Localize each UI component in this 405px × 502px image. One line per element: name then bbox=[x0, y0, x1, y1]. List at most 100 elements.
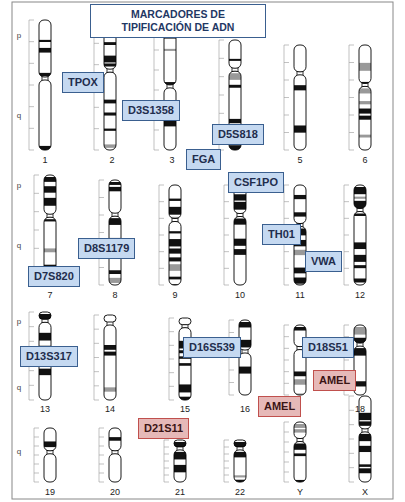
ruler-tick bbox=[224, 461, 229, 462]
ruler-tick bbox=[229, 382, 234, 383]
ruler-tick bbox=[94, 400, 99, 401]
chromosome-outline bbox=[104, 315, 116, 322]
ruler-tick bbox=[229, 370, 234, 371]
ruler-tick bbox=[94, 343, 99, 344]
chromosome-number: 15 bbox=[180, 404, 190, 415]
figure-frame bbox=[12, 2, 393, 499]
ruler-tick bbox=[344, 360, 349, 361]
ruler-tick bbox=[284, 80, 289, 81]
ruler-tick bbox=[99, 267, 104, 268]
arm-ground bbox=[359, 432, 371, 482]
ruler-tick bbox=[349, 97, 354, 98]
chromosome-outline bbox=[169, 222, 181, 286]
chromosome-band bbox=[44, 198, 56, 206]
chromosome-number: 1 bbox=[42, 155, 47, 166]
chromosome-arm bbox=[109, 428, 121, 451]
chromosome-arm bbox=[104, 72, 116, 150]
arm-ground bbox=[109, 180, 121, 213]
ruler-tick bbox=[29, 326, 34, 327]
marker-name: TH01 bbox=[268, 228, 295, 241]
ruler-tick bbox=[99, 428, 104, 429]
chromosome-band bbox=[294, 424, 306, 428]
arm-ground bbox=[104, 325, 116, 400]
chromosome-band bbox=[104, 100, 116, 104]
chromosome-arm bbox=[294, 422, 306, 439]
marker-box: TH01 bbox=[262, 224, 301, 245]
chromosome-band bbox=[294, 125, 306, 132]
marker-box: D5S818 bbox=[212, 124, 264, 145]
ruler-tick bbox=[29, 370, 34, 371]
chromosome-number: 8 bbox=[112, 290, 117, 301]
chromosome-band bbox=[359, 116, 371, 120]
ruler-tick bbox=[219, 76, 224, 77]
ruler-tick bbox=[34, 446, 39, 447]
arm-ground bbox=[229, 40, 241, 68]
chromosome-band bbox=[359, 63, 371, 71]
ruler-tick bbox=[99, 473, 104, 474]
ruler-tick bbox=[94, 357, 99, 358]
ruler-tick bbox=[224, 251, 229, 252]
chromosome-band bbox=[169, 277, 181, 280]
arm-ground bbox=[294, 45, 306, 72]
ruler-tick bbox=[284, 150, 289, 151]
ruler-tick bbox=[29, 85, 34, 86]
ruler-tick bbox=[99, 232, 104, 233]
chromosome-number: 22 bbox=[235, 487, 245, 498]
chromosome-band bbox=[104, 56, 116, 63]
ruler-tick bbox=[349, 453, 354, 454]
ruler-tick bbox=[169, 400, 174, 401]
ruler-tick bbox=[164, 440, 169, 441]
chromosome-arm bbox=[354, 212, 366, 286]
chromosome-band bbox=[44, 441, 56, 447]
chromosome-band bbox=[294, 327, 306, 331]
ruler-tick bbox=[34, 482, 39, 483]
arm-ground bbox=[234, 440, 246, 447]
ruler-tick bbox=[229, 332, 234, 333]
ruler-tick bbox=[224, 482, 229, 483]
chromosome-band bbox=[109, 187, 121, 191]
ruler-tick bbox=[159, 185, 164, 186]
chromosome-band bbox=[44, 177, 56, 182]
ruler-tick bbox=[344, 395, 349, 396]
ruler-tick bbox=[349, 115, 354, 116]
marker-box: D13S317 bbox=[20, 346, 78, 367]
chromosome-band bbox=[359, 135, 371, 138]
ruler-tick bbox=[224, 268, 229, 269]
chromosome-band bbox=[174, 465, 186, 472]
ruler-tick bbox=[349, 467, 354, 468]
ruler-tick bbox=[284, 442, 289, 443]
chromosome-number: 2 bbox=[109, 155, 114, 166]
chromosome-arm bbox=[44, 428, 56, 451]
arm-letter: p bbox=[17, 316, 21, 327]
arm-ground bbox=[234, 217, 246, 286]
ruler-tick bbox=[169, 331, 174, 332]
ruler-tick bbox=[344, 268, 349, 269]
arm-letter: p bbox=[17, 30, 21, 41]
marker-box: VWA bbox=[305, 251, 342, 272]
ruler-tick bbox=[284, 132, 289, 133]
chromosome-outline bbox=[354, 212, 366, 286]
ruler-tick bbox=[154, 70, 159, 71]
chromosome-band bbox=[234, 219, 246, 225]
marker-name: D8S1179 bbox=[84, 242, 129, 255]
chromosome-band bbox=[354, 187, 366, 194]
marker-name: D7S820 bbox=[34, 270, 74, 283]
ruler-tick bbox=[154, 50, 159, 51]
chromosome-arm bbox=[44, 454, 56, 482]
ruler-tick bbox=[284, 45, 289, 46]
ruler-tick bbox=[224, 468, 229, 469]
ruler-tick bbox=[34, 175, 39, 176]
ruler-tick bbox=[94, 128, 99, 129]
chromosome-band bbox=[229, 119, 241, 123]
ruler-tick bbox=[219, 113, 224, 114]
arm-ground bbox=[39, 312, 51, 319]
chromosome-arm bbox=[39, 80, 51, 150]
chromosome-outline bbox=[164, 30, 176, 85]
chromosome-band bbox=[354, 348, 366, 356]
chromosome-arm bbox=[229, 40, 241, 68]
ruler-tick bbox=[284, 472, 289, 473]
chromosome-band bbox=[44, 248, 56, 252]
arm-ground bbox=[104, 315, 116, 322]
ruler-tick bbox=[284, 115, 289, 116]
ruler-tick bbox=[94, 43, 99, 44]
